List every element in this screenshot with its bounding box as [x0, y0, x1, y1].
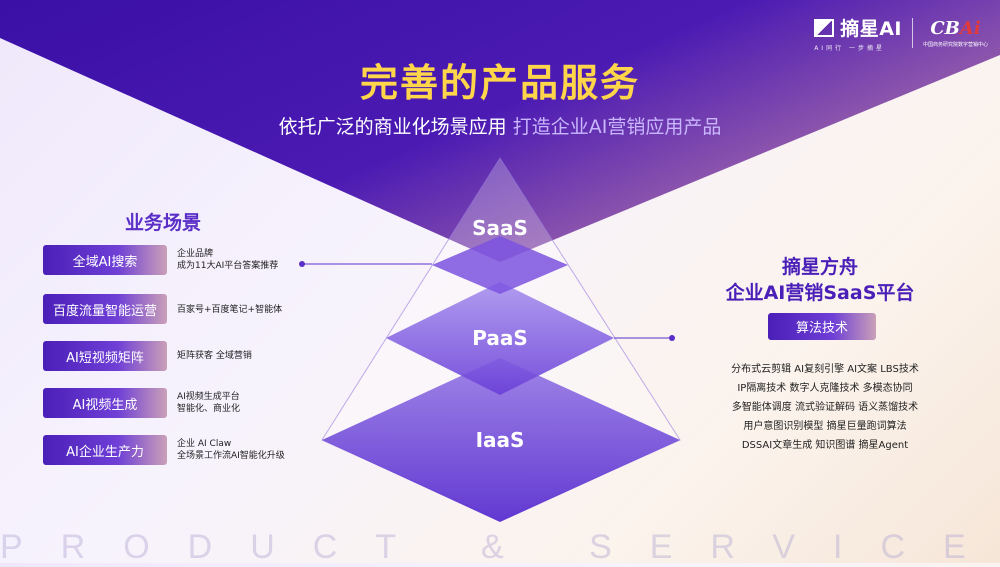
- brand-logo: 摘星AI AI同行 一步摘星: [814, 14, 902, 52]
- page-subtitle: 依托广泛的商业化场景应用 打造企业AI营销应用产品: [0, 112, 1000, 139]
- business-item: AI视频生成: [43, 388, 167, 418]
- business-item: 全域AI搜索: [43, 245, 167, 275]
- brand-mark-icon: [814, 18, 835, 37]
- algorithm-tech-label: 算法技术: [768, 313, 876, 340]
- subtitle-main: 依托广泛的商业化场景应用: [278, 116, 507, 138]
- business-desc: 企业品牌 成为11大AI平台答案推荐: [177, 249, 279, 271]
- business-item: AI短视频矩阵: [43, 341, 167, 371]
- tech-line: 用户意图识别模型 摘星巨量跑词算法: [743, 421, 907, 432]
- business-desc: 百家号+百度笔记+智能体: [177, 305, 283, 315]
- platform-title: 摘星方舟 企业AI营销SaaS平台: [725, 256, 915, 304]
- tech-line: 多智能体调度 流式验证解码 语义蒸馏技术: [731, 402, 919, 413]
- brand-name: 摘星AI: [840, 18, 902, 40]
- footer-watermark: PRODUCT & SERVICES: [0, 528, 1000, 566]
- business-desc: 矩阵获客 全域营销: [177, 351, 252, 361]
- business-desc: AI视频生成平台 智能化、商业化: [177, 392, 241, 414]
- pyramid-saas-label: SaaS: [472, 216, 528, 240]
- partner-name: CB: [930, 18, 960, 39]
- business-item: AI企业生产力: [43, 435, 167, 465]
- pyramid-iaas-label: IaaS: [475, 428, 525, 452]
- partner-logo: CBAi 中国商务研究院数字营销中心: [923, 18, 988, 48]
- business-item: 百度流量智能运营: [43, 294, 167, 324]
- business-desc: 企业 AI Claw 全场景工作流AI智能化升级: [177, 439, 285, 461]
- tech-line: IP隔离技术 数字人克隆技术 多模态协同: [737, 383, 913, 394]
- tech-line: 分布式云剪辑 AI复刻引擎 AI文案 LBS技术: [731, 364, 919, 375]
- partner-ai: Ai: [959, 18, 981, 39]
- pyramid-paas-label: PaaS: [472, 326, 528, 350]
- business-title: 业务场景: [125, 212, 202, 234]
- tech-line: DSSAI文章生成 知识图谱 摘星Agent: [741, 440, 909, 451]
- logo-group: 摘星AI AI同行 一步摘星 CBAi 中国商务研究院数字营销中心: [814, 14, 988, 52]
- brand-slogan: AI同行 一步摘星: [814, 45, 885, 52]
- page-title: 完善的产品服务: [359, 61, 640, 105]
- logo-divider: [911, 18, 913, 48]
- subtitle-highlight: 打造企业AI营销应用产品: [512, 116, 722, 138]
- partner-subtitle: 中国商务研究院数字营销中心: [922, 42, 988, 48]
